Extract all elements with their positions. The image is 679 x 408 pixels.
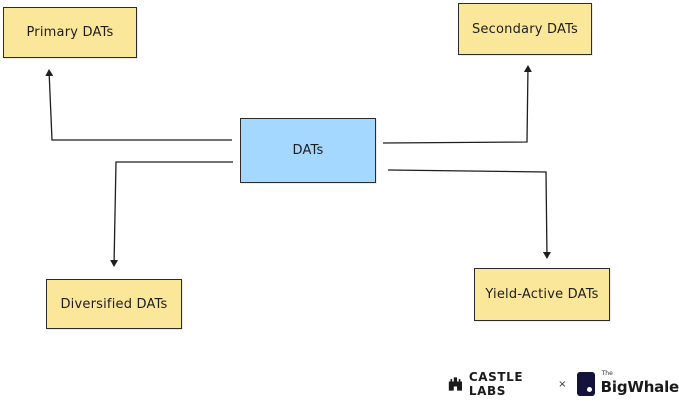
big-whale-the-text: The	[601, 370, 613, 377]
big-whale-logo-text: BigWhale	[600, 378, 679, 396]
node-primary-dats: Primary DATs	[3, 7, 137, 58]
castle-icon	[448, 377, 463, 391]
node-secondary-dats: Secondary DATs	[458, 3, 592, 55]
brand-separator: ×	[558, 378, 567, 390]
whale-logo-icon	[576, 372, 595, 396]
node-secondary-dats-label: Secondary DATs	[471, 21, 578, 37]
edge-center-primary	[45, 69, 232, 141]
branding-footer: CASTLE LABS × The BigWhale	[448, 370, 679, 398]
edge-center-secondary	[382, 65, 532, 144]
node-dats-center: DATs	[240, 118, 376, 183]
edge-center-diversified	[110, 161, 233, 267]
node-diversified-dats: Diversified DATs	[46, 279, 182, 329]
edge-center-yield-active	[387, 169, 551, 259]
castle-labs-logo-text: CASTLE LABS	[468, 370, 524, 398]
node-yield-active-dats-label: Yield-Active DATs	[485, 287, 599, 302]
big-whale-logo: The BigWhale	[600, 370, 679, 396]
node-dats-center-label: DATs	[292, 143, 324, 158]
node-yield-active-dats: Yield-Active DATs	[474, 268, 610, 321]
node-diversified-dats-label: Diversified DATs	[60, 296, 168, 312]
node-primary-dats-label: Primary DATs	[26, 25, 114, 40]
